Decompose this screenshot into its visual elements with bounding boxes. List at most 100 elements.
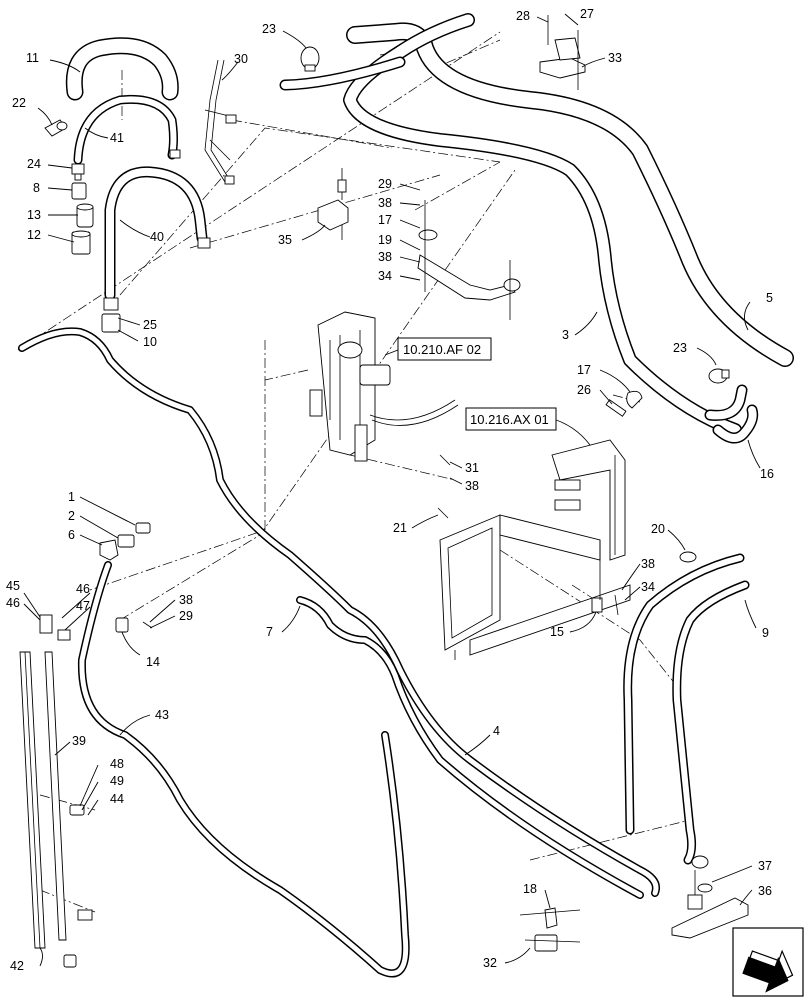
fitting-22 [44, 119, 68, 137]
callout-3: 3 [562, 328, 569, 342]
bracket-36 [671, 870, 749, 939]
fitting-200 [197, 237, 211, 249]
bracket-33 [539, 15, 586, 90]
fitting-25 [103, 297, 119, 311]
bracket-35 [317, 168, 349, 240]
callout-6: 6 [68, 528, 75, 542]
callout-16: 16 [760, 467, 774, 481]
ref-box-ax[interactable]: 10.216.AX 01 [465, 407, 557, 431]
callouts: 11 22 41 24 8 13 12 40 25 10 30 23 28 27… [6, 7, 774, 973]
callout-2: 2 [68, 509, 75, 523]
clamp-18 [519, 907, 581, 929]
clamp-32 [524, 934, 581, 952]
clamp-17-right [626, 390, 643, 409]
callout-1: 1 [68, 490, 75, 504]
callout-26: 26 [577, 383, 591, 397]
callout-47: 47 [76, 599, 90, 613]
hoses [18, 13, 794, 978]
callout-36: 36 [758, 884, 772, 898]
fitting-13 [76, 203, 94, 228]
hose-4 [18, 327, 660, 897]
callout-12: 12 [27, 228, 41, 242]
clamp-23-right [708, 368, 730, 384]
bolts [142, 454, 619, 629]
pin-26 [605, 399, 627, 417]
callout-40: 40 [150, 230, 164, 244]
callout-49: 49 [110, 774, 124, 788]
callout-33: 33 [608, 51, 622, 65]
callout-45: 45 [6, 579, 20, 593]
callout-39: 39 [72, 734, 86, 748]
hose-43 [77, 561, 410, 978]
callout-21: 21 [393, 521, 407, 535]
frame-ax [551, 439, 626, 561]
callout-38-d: 38 [641, 557, 655, 571]
ref-label-af: 10.210.AF 02 [403, 342, 481, 357]
callout-28: 28 [516, 9, 530, 23]
fitting-12 [71, 230, 91, 255]
clamp-23-top [300, 46, 320, 72]
hose-short-23 [279, 56, 406, 91]
callout-29-mid: 29 [179, 609, 193, 623]
hose-7 [296, 596, 644, 899]
callout-20: 20 [651, 522, 665, 536]
fitting-8 [71, 182, 87, 200]
callout-42: 42 [10, 959, 24, 973]
callout-34-right: 34 [641, 580, 655, 594]
ref-box-af[interactable]: 10.210.AF 02 [397, 337, 492, 361]
leader-lines [23, 13, 761, 967]
callout-23-right: 23 [673, 341, 687, 355]
callout-17-right: 17 [577, 363, 591, 377]
callout-5: 5 [766, 291, 773, 305]
callout-46-left: 46 [6, 596, 20, 610]
callout-8: 8 [33, 181, 40, 195]
callout-19: 19 [378, 233, 392, 247]
fitting-6 [99, 539, 119, 561]
fitting-2 [117, 534, 135, 548]
components [19, 15, 749, 968]
fitting-10 [101, 313, 121, 333]
callout-23-top: 23 [262, 22, 276, 36]
hose-9 [672, 580, 750, 865]
callout-10: 10 [143, 335, 157, 349]
bracket-19 [417, 200, 521, 320]
callout-44: 44 [110, 792, 124, 806]
callout-48: 48 [110, 757, 124, 771]
callout-15: 15 [550, 625, 564, 639]
callout-17-top: 17 [378, 213, 392, 227]
clamp-near-9 [691, 855, 709, 869]
hose-5 [346, 22, 794, 367]
hose-40 [104, 166, 208, 301]
callout-29-top: 29 [378, 177, 392, 191]
callout-34-top: 34 [378, 269, 392, 283]
hose-11 [65, 37, 179, 101]
clamp-14 [115, 617, 129, 633]
callout-13: 13 [27, 208, 41, 222]
callout-30: 30 [234, 52, 248, 66]
reference-boxes: 10.210.AF 02 10.216.AX 01 [397, 337, 557, 431]
frame-21 [439, 514, 631, 660]
hose-left-9 [623, 553, 745, 835]
fitting-24 [71, 163, 85, 181]
callout-7: 7 [266, 625, 273, 639]
callout-46-right: 46 [76, 582, 90, 596]
callout-31: 31 [465, 461, 479, 475]
callout-37: 37 [758, 859, 772, 873]
callout-38-b: 38 [378, 250, 392, 264]
callout-18: 18 [523, 882, 537, 896]
callout-38-a: 38 [378, 196, 392, 210]
fitting-48-49 [69, 804, 85, 816]
callout-4: 4 [493, 724, 500, 738]
tube-assembly-30 [169, 59, 237, 185]
callout-38-e: 38 [179, 593, 193, 607]
clamp-20 [679, 551, 697, 563]
callout-14: 14 [146, 655, 160, 669]
callout-22: 22 [12, 96, 26, 110]
callout-24: 24 [27, 157, 41, 171]
arrow-icon [732, 927, 804, 997]
callout-9: 9 [762, 626, 769, 640]
callout-43: 43 [155, 708, 169, 722]
valve-block-af [309, 311, 459, 462]
callout-38-c: 38 [465, 479, 479, 493]
